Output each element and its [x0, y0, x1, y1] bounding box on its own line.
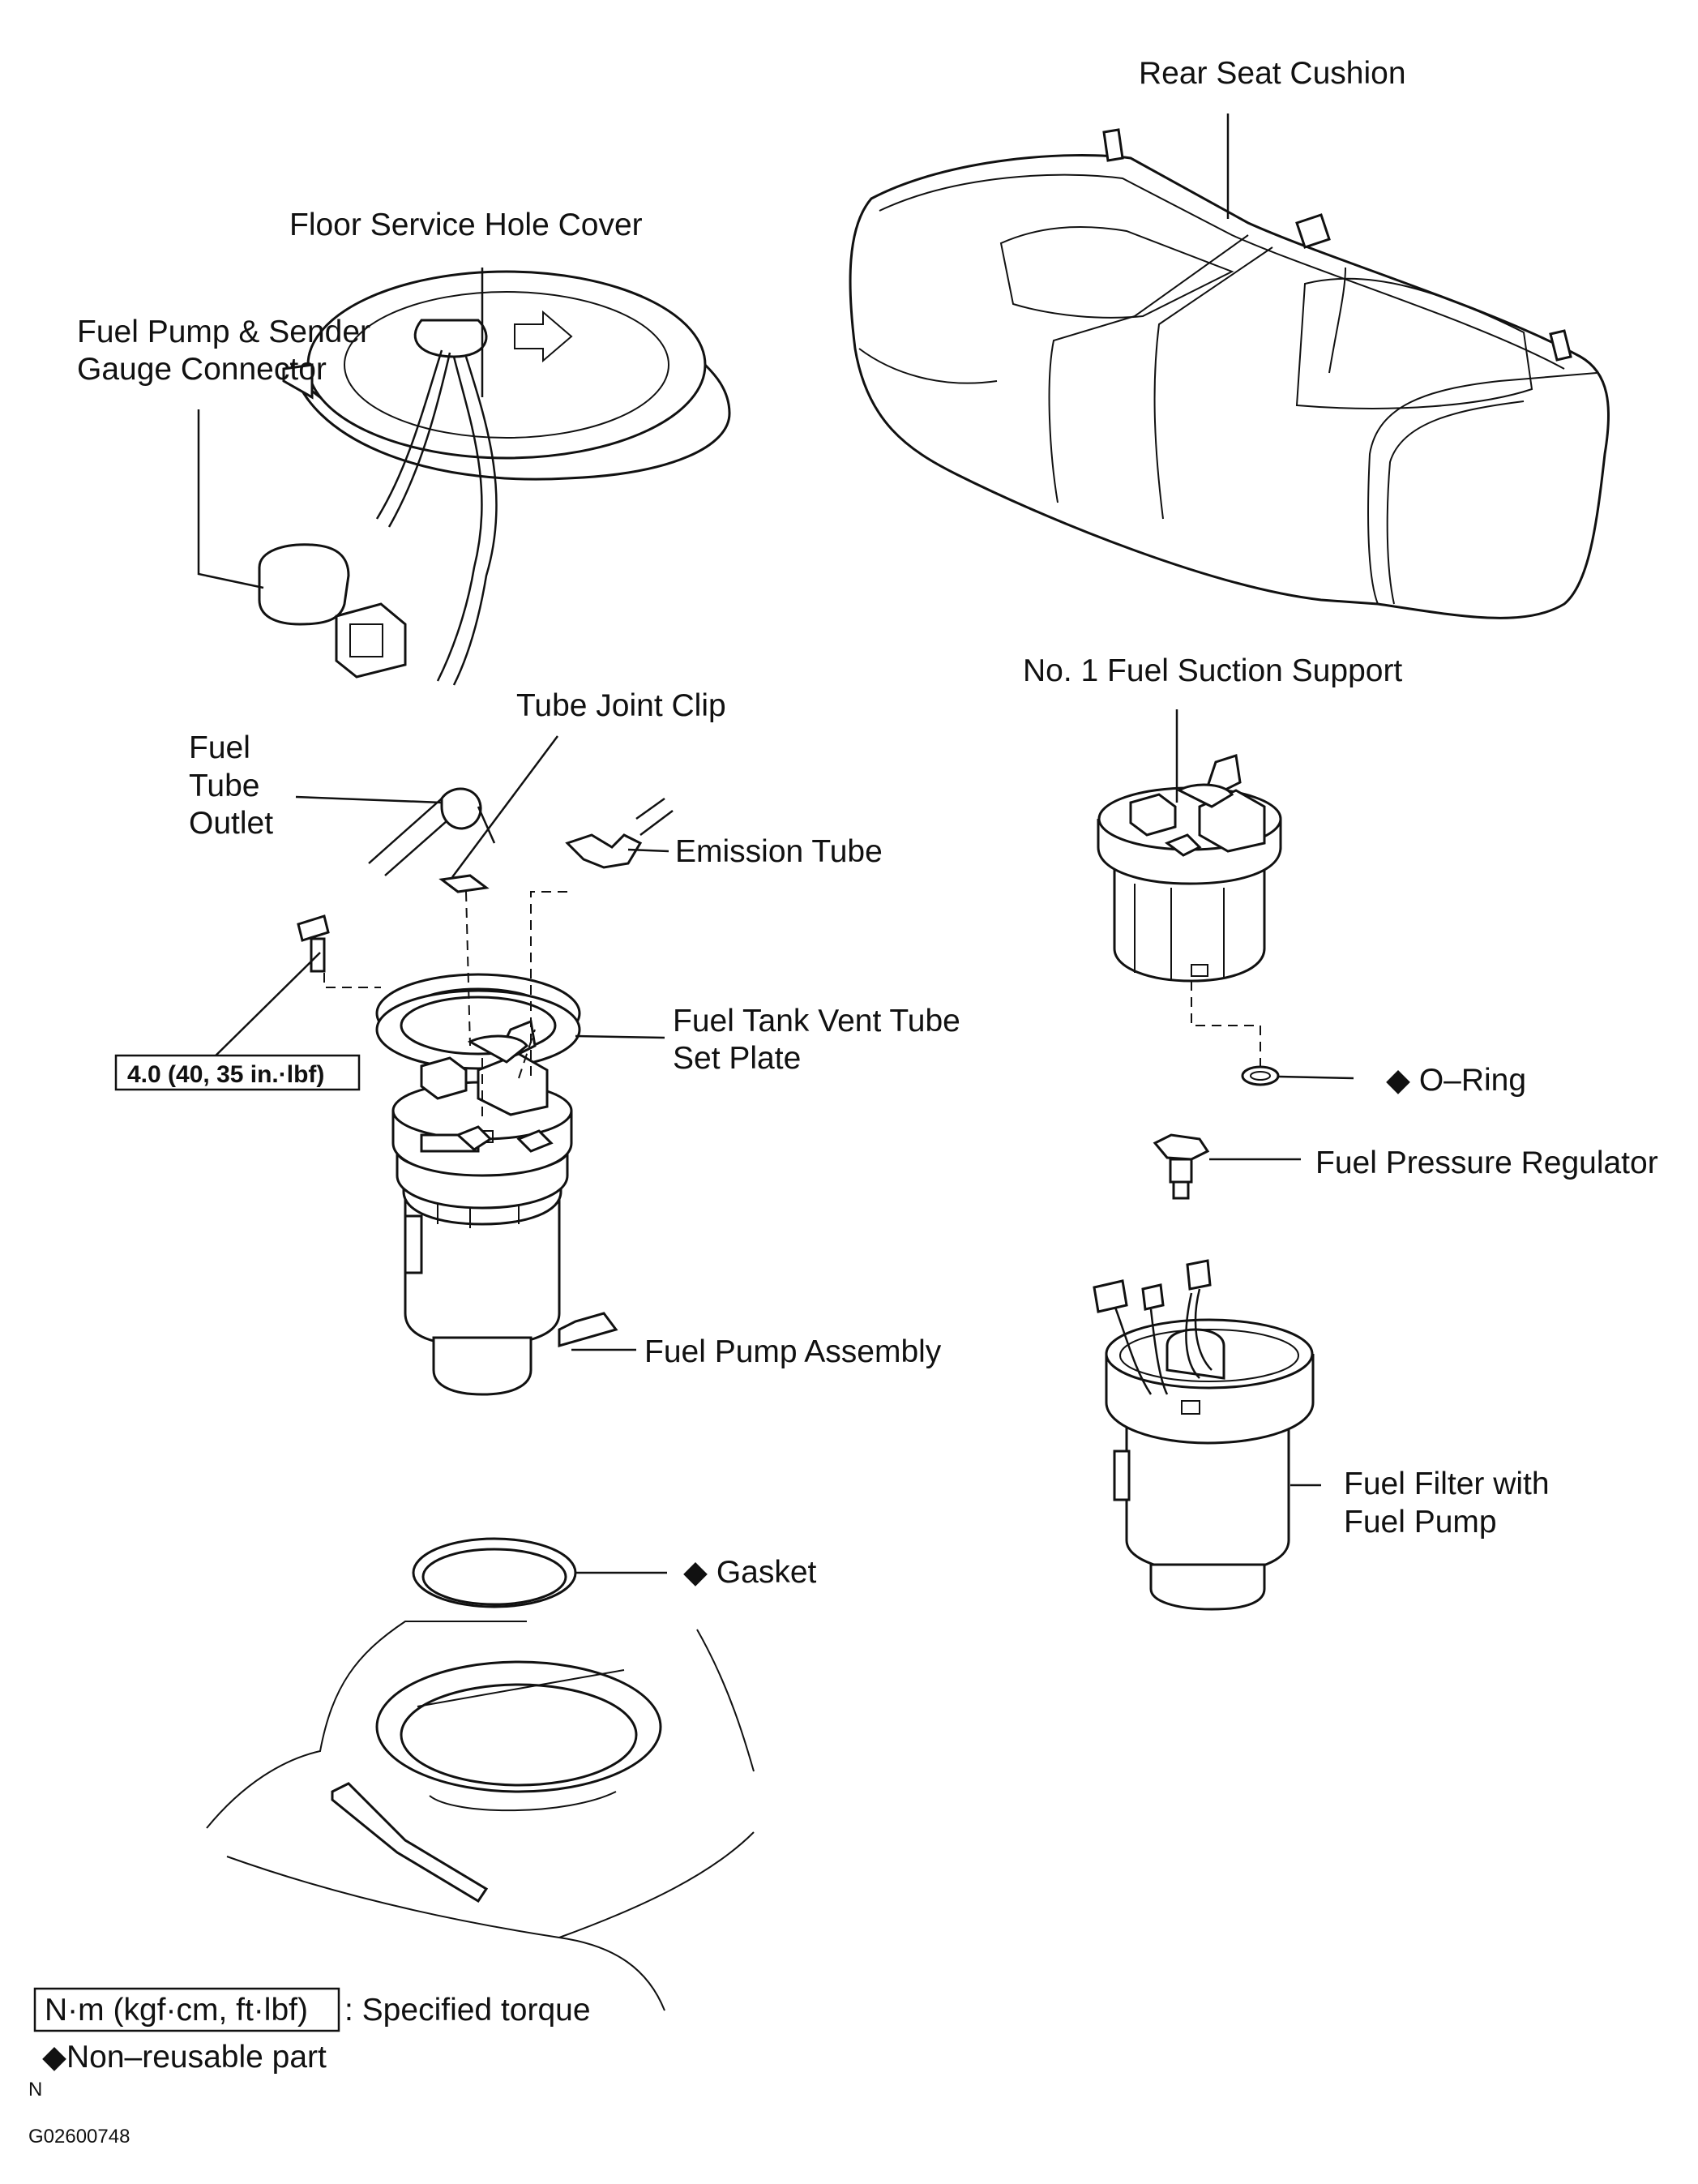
legend-torque-units: N·m (kgf·cm, ft·lbf) — [45, 1993, 308, 2028]
label-fuel-tube-outlet-line2: Tube — [189, 769, 259, 803]
o-ring-drawing — [1241, 1065, 1280, 1086]
assembly-dashed-lines — [323, 891, 1261, 1119]
label-floor-service-hole-cover: Floor Service Hole Cover — [289, 208, 643, 242]
label-gasket: ◆ Gasket — [683, 1555, 817, 1590]
leader-lines — [197, 113, 1354, 1574]
label-vent-tube-line1: Fuel Tank Vent Tube — [673, 1004, 960, 1038]
label-filter-line1: Fuel Filter with — [1344, 1467, 1550, 1501]
legend-torque-box — [33, 1987, 340, 2032]
legend: N·m (kgf·cm, ft·lbf) : Specified torque … — [28, 1987, 591, 2148]
gasket-drawing — [412, 1537, 577, 1608]
label-fuel-tube-outlet-line3: Outlet — [189, 806, 273, 841]
legend-torque-desc: : Specified torque — [344, 1993, 591, 2028]
label-connector-line1: Fuel Pump & Sender — [77, 315, 370, 349]
legend-non-reusable: ◆Non–reusable part — [42, 2040, 327, 2075]
label-torque-spec: 4.0 (40, 35 in.·lbf) — [127, 1061, 324, 1088]
vent-tube-set-plate-drawing — [375, 973, 581, 1070]
rear-seat-cushion-drawing — [849, 128, 1610, 619]
legend-north-mark: N — [28, 2079, 42, 2100]
fuel-pump-assembly-drawing — [391, 1019, 618, 1396]
label-pressure-regulator: Fuel Pressure Regulator — [1315, 1146, 1658, 1180]
fuel-filter-drawing — [1093, 1259, 1315, 1611]
fuel-suction-support-drawing — [1097, 754, 1282, 983]
figure-code: G02600748 — [28, 2126, 130, 2148]
label-filter-line2: Fuel Pump — [1344, 1505, 1497, 1540]
fuel-tubes-drawing — [368, 787, 674, 893]
torque-spec-box — [114, 1054, 361, 1091]
pressure-regulator-drawing — [1153, 1133, 1210, 1200]
label-o-ring: ◆ O–Ring — [1386, 1063, 1526, 1098]
label-rear-seat-cushion: Rear Seat Cushion — [1139, 56, 1406, 91]
label-fuel-pump-assembly: Fuel Pump Assembly — [644, 1334, 942, 1369]
label-tube-joint-clip: Tube Joint Clip — [516, 688, 726, 723]
label-vent-tube-line2: Set Plate — [673, 1041, 801, 1076]
fuel-tank-drawing — [206, 1621, 755, 2011]
part-labels: Rear Seat Cushion Floor Service Hole Cov… — [77, 56, 1658, 1590]
floor-service-hole-cover-drawing — [258, 270, 731, 686]
label-emission-tube: Emission Tube — [675, 834, 883, 869]
label-connector-line2: Gauge Connector — [77, 352, 327, 387]
label-suction-support: No. 1 Fuel Suction Support — [1023, 653, 1402, 688]
label-fuel-tube-outlet-line1: Fuel — [189, 730, 250, 765]
bolt-drawing — [297, 914, 330, 973]
